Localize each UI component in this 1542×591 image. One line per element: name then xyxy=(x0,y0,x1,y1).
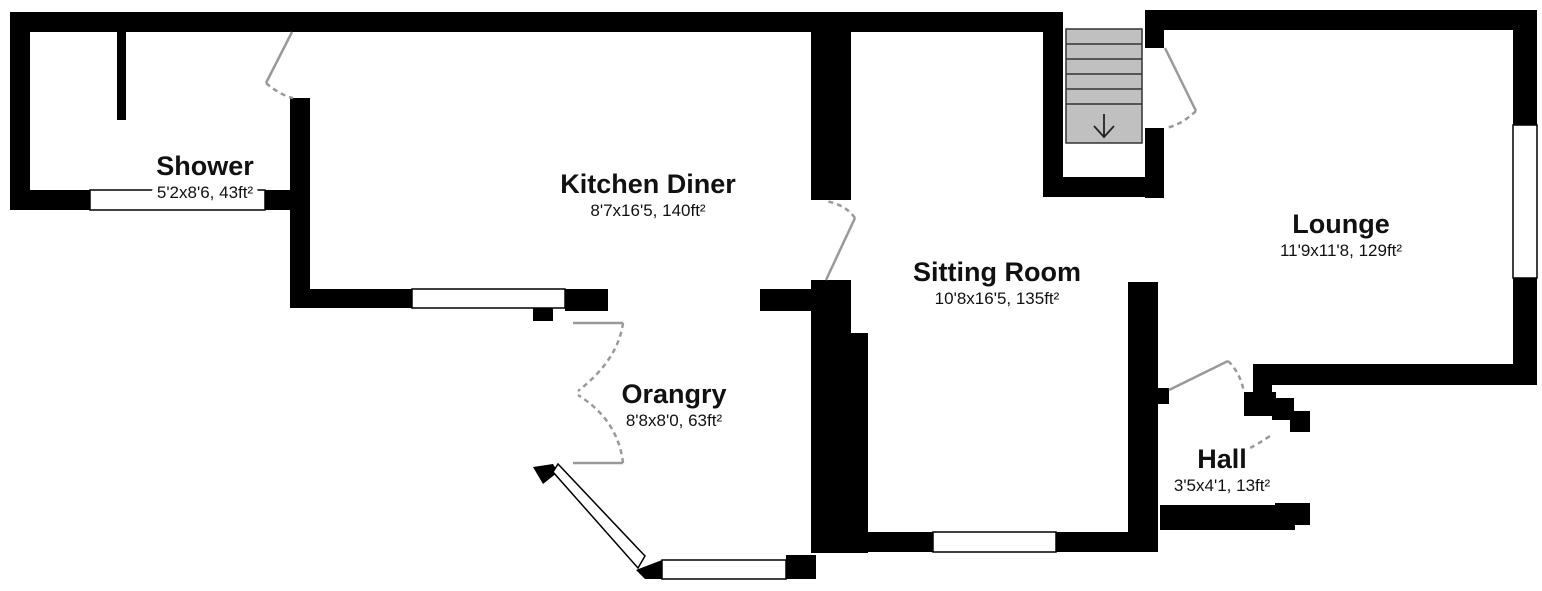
room-label-sitting-room: Sitting Room 10'8x16'5, 135ft² xyxy=(913,256,1081,310)
walls xyxy=(10,10,1537,579)
room-name: Shower xyxy=(156,151,254,181)
room-dimensions: 8'7x16'5, 140ft² xyxy=(590,201,706,220)
room-name: Orangry xyxy=(621,379,727,409)
room-label-shower: Shower 5'2x8'6, 43ft² xyxy=(151,150,259,204)
room-label-orangry: Orangry 8'8x8'0, 63ft² xyxy=(621,378,726,432)
room-dimensions: 8'8x8'0, 63ft² xyxy=(625,411,723,430)
room-label-hall: Hall 3'5x4'1, 13ft² xyxy=(1168,443,1276,497)
room-dimensions: 10'8x16'5, 135ft² xyxy=(934,289,1060,308)
room-name: Kitchen Diner xyxy=(560,169,736,199)
room-name: Lounge xyxy=(1292,209,1390,239)
room-label-lounge: Lounge 11'9x11'8, 129ft² xyxy=(1280,208,1402,262)
room-name: Hall xyxy=(1197,444,1247,474)
staircase xyxy=(1065,28,1143,144)
room-dimensions: 11'9x11'8, 129ft² xyxy=(1279,241,1403,260)
room-label-kitchen-diner: Kitchen Diner 8'7x16'5, 140ft² xyxy=(560,168,736,222)
room-name: Sitting Room xyxy=(913,257,1081,287)
doors xyxy=(264,31,1271,465)
room-dimensions: 5'2x8'6, 43ft² xyxy=(151,182,259,204)
room-dimensions: 3'5x4'1, 13ft² xyxy=(1168,475,1276,497)
arrow-down-icon xyxy=(1093,114,1115,139)
